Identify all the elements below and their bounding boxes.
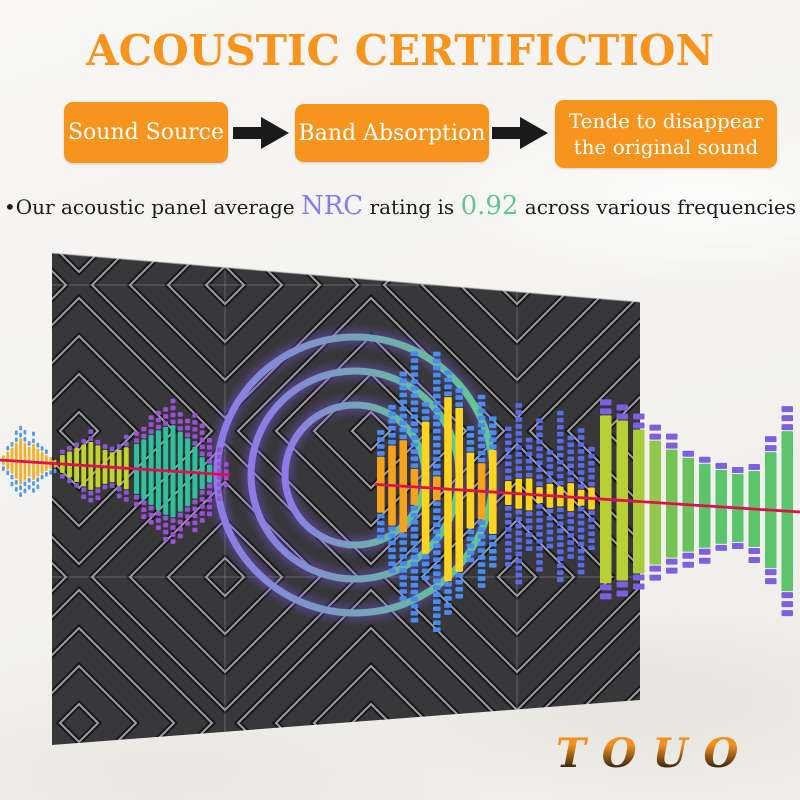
nrc-text-middle: rating is: [363, 195, 461, 219]
page-title: ACOUSTIC CERTIFICTION: [86, 26, 714, 75]
arrow-right-icon: [233, 117, 289, 149]
flow-step-label-line2: the original sound: [573, 135, 759, 159]
arrow-right-icon: [492, 117, 548, 149]
waveform-centerline: [0, 458, 800, 514]
acoustic-panel-illustration: [0, 252, 800, 745]
nrc-text-suffix: across various frequencies: [518, 195, 797, 219]
nrc-rating-value: 0.92: [460, 191, 519, 221]
nrc-rating-line: •Our acoustic panel average NRC rating i…: [0, 191, 800, 221]
nrc-label: NRC: [300, 191, 364, 221]
flow-step-band-absorption: Band Absorption: [295, 104, 489, 162]
flow-step-label: Band Absorption: [298, 120, 486, 146]
brand-logo: TOUO: [556, 730, 755, 777]
flow-step-label: Sound Source: [67, 120, 225, 145]
bullet-dot: •: [3, 195, 16, 219]
flow-step-label-line1: Tende to disappear: [568, 109, 764, 133]
flow-step-sound-source: Sound Source: [64, 102, 228, 163]
nrc-text-prefix: Our acoustic panel average: [15, 195, 301, 219]
